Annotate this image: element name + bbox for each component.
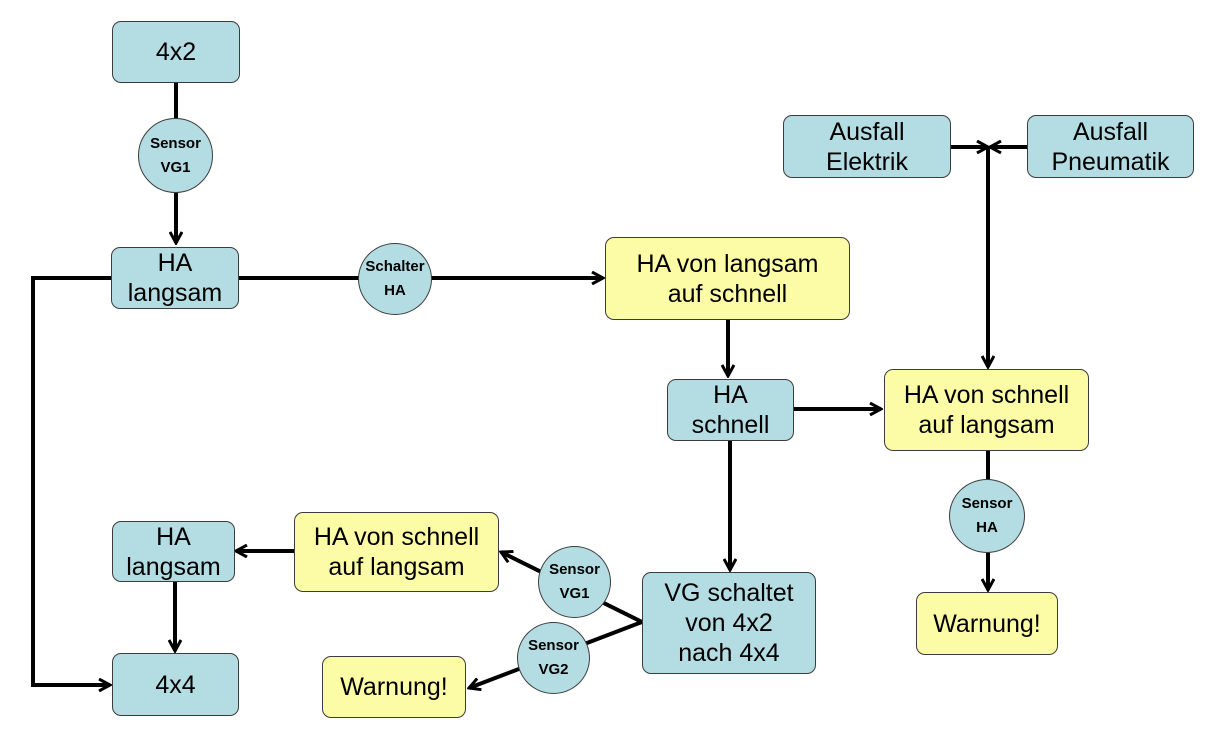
sensor-vg1-bottom: Sensor VG1 bbox=[538, 546, 611, 618]
node-ha-langsam-top: HA langsam bbox=[111, 247, 239, 309]
schalter-ha: Schalter HA bbox=[358, 243, 432, 315]
node-ha-von-schnell-auf-langsam-right: HA von schnell auf langsam bbox=[884, 369, 1089, 451]
node-4x4: 4x4 bbox=[112, 653, 239, 716]
node-warnung-right: Warnung! bbox=[916, 592, 1058, 655]
node-vg-schaltet: VG schaltet von 4x2 nach 4x4 bbox=[642, 572, 816, 674]
node-ausfall-elektrik: Ausfall Elektrik bbox=[783, 115, 951, 178]
node-ha-schnell: HA schnell bbox=[667, 379, 794, 441]
node-warnung-bottom: Warnung! bbox=[322, 656, 466, 718]
node-ausfall-pneumatik: Ausfall Pneumatik bbox=[1027, 115, 1194, 178]
node-ha-langsam-bottom: HA langsam bbox=[112, 521, 235, 582]
sensor-vg2: Sensor VG2 bbox=[517, 622, 590, 694]
edge-ha-langsam-to-4x4 bbox=[31, 276, 111, 685]
sensor-ha: Sensor HA bbox=[949, 479, 1025, 553]
node-ha-von-schnell-auf-langsam-bottom: HA von schnell auf langsam bbox=[294, 512, 499, 592]
node-4x2: 4x2 bbox=[112, 21, 240, 83]
sensor-vg1-top: Sensor VG1 bbox=[138, 118, 213, 193]
node-ha-von-langsam-auf-schnell: HA von langsam auf schnell bbox=[605, 237, 850, 320]
